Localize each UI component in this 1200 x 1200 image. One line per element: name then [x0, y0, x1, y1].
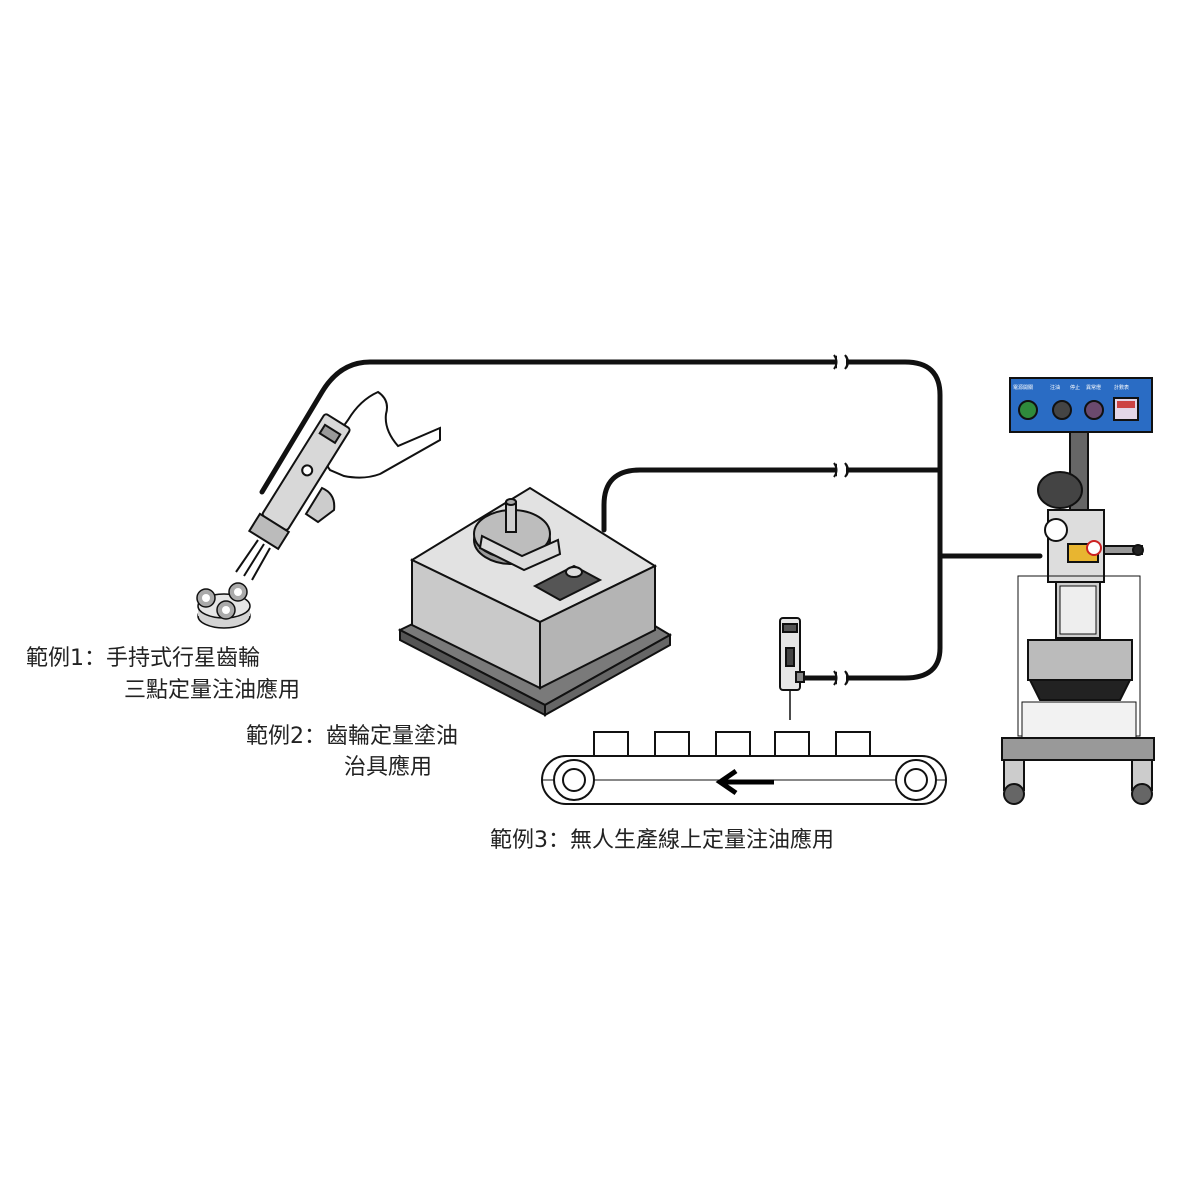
hose-to-gear-fixture	[601, 467, 943, 533]
example-1-subtitle: 三點定量注油應用	[124, 678, 301, 703]
panel-label-counter: 計數表	[1114, 384, 1129, 391]
planetary-gear-set	[196, 582, 251, 629]
cart-wheel	[1003, 783, 1025, 805]
panel-label-grease: 注油	[1050, 384, 1060, 391]
arrow-left-icon	[715, 768, 774, 796]
product-box	[774, 731, 810, 757]
fixture-button	[565, 566, 583, 578]
fixture-box-right	[539, 564, 656, 690]
hose-to-handheld-gun	[259, 359, 943, 559]
product-box	[654, 731, 690, 757]
fixture-button-plate	[532, 564, 603, 602]
product-box	[715, 731, 751, 757]
grease-button	[1052, 400, 1072, 420]
gun-trigger	[304, 486, 336, 524]
pressure-gauge	[1044, 518, 1068, 542]
hose-break-marks	[835, 355, 849, 685]
supply-hoses	[259, 359, 1043, 681]
grease-pump-unit	[1001, 377, 1155, 805]
panel-label-power: 電源開關	[1013, 384, 1033, 391]
hose-to-inline-valve	[797, 553, 943, 681]
hand-outline	[325, 390, 441, 479]
example-3-title: 範例3：無人生產線上定量注油應用	[490, 828, 834, 853]
control-panel-labels: 電源開關 注油 停止 異常燈 計數表	[1013, 384, 1129, 391]
product-box	[593, 731, 629, 757]
handheld-grease-gun	[235, 390, 441, 581]
example-2-subtitle: 治具應用	[344, 755, 433, 780]
panel-label-alarm: 異常燈	[1086, 384, 1101, 391]
example-2-title: 範例2：齒輪定量塗油	[246, 724, 458, 749]
cart-wheel	[1131, 783, 1153, 805]
conveyor	[541, 731, 947, 805]
example-1-title: 範例1：手持式行星齒輪	[26, 646, 260, 671]
inline-dispense-valve	[779, 617, 805, 720]
power-switch-button	[1018, 400, 1038, 420]
gear-greasing-fixture	[397, 486, 672, 717]
accumulator-tank	[1037, 471, 1083, 509]
gun-nozzles	[235, 539, 271, 581]
product-box	[835, 731, 871, 757]
cart-base	[1001, 737, 1155, 761]
stop-button	[1084, 400, 1104, 420]
panel-label-stop: 停止	[1070, 384, 1080, 391]
